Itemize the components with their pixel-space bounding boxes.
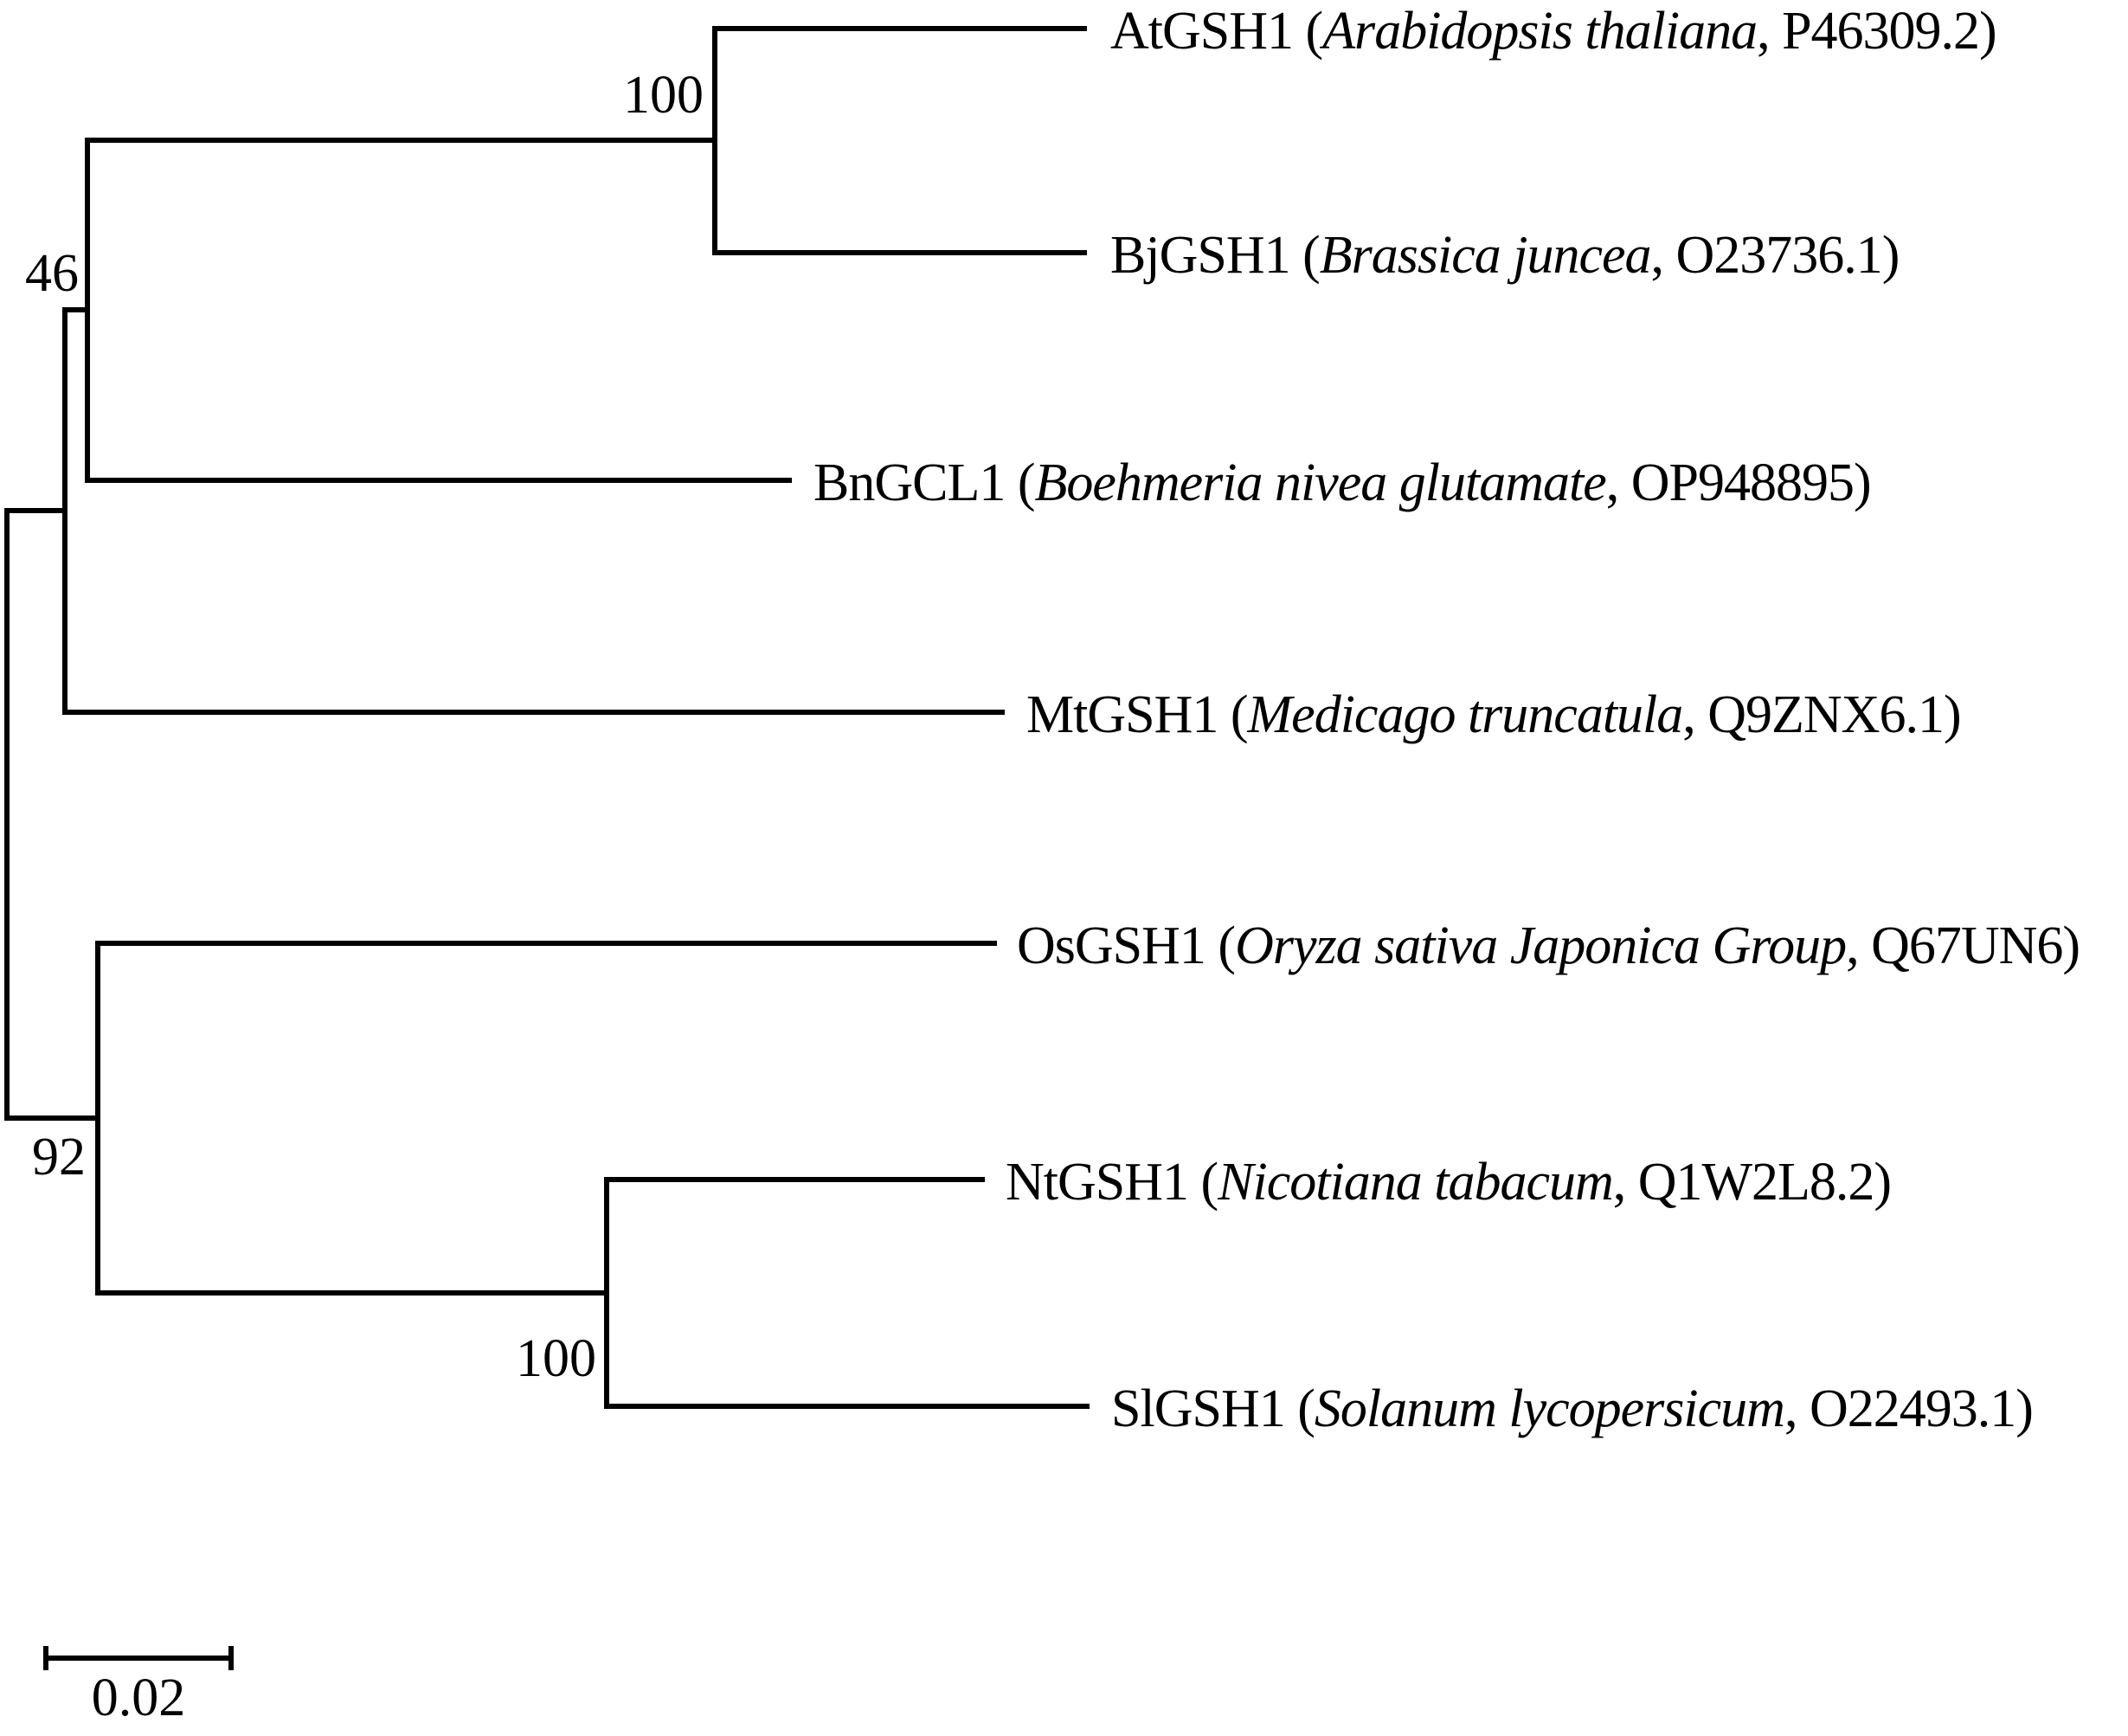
- taxon-gene-text: AtGSH1 (: [1110, 2, 1323, 61]
- taxon-gene-text: SlGSH1 (: [1111, 1379, 1315, 1438]
- taxon-gene-text: NtGSH1 (: [1006, 1153, 1218, 1212]
- taxon-accession-text: , P46309.2): [1757, 2, 1997, 61]
- taxon-label-slgsh1: SlGSH1 (Solanum lycopersicum, O22493.1): [1111, 1379, 2034, 1438]
- bootstrap-value-node92: 92: [32, 1128, 86, 1186]
- taxon-accession-text: , O22493.1): [1784, 1379, 2034, 1438]
- taxon-species-text: Brassica juncea: [1319, 226, 1652, 285]
- taxon-species-text: Boehmeria nivea glutamate: [1034, 453, 1607, 512]
- taxon-accession-text: , OP948895): [1605, 453, 1872, 512]
- taxon-species-text: Arabidopsis thaliana: [1322, 2, 1758, 61]
- taxon-label-bjgsh1: BjGSH1 (Brassica juncea, O23736.1): [1110, 226, 1900, 285]
- bootstrap-value-node46: 46: [25, 244, 79, 303]
- taxon-accession-text: , Q67UN6): [1846, 916, 2080, 975]
- taxon-accession-text: , Q1W2L8.2): [1612, 1153, 1892, 1212]
- taxon-label-ntgsh1: NtGSH1 (Nicotiana tabacum, Q1W2L8.2): [1006, 1153, 1892, 1212]
- taxon-gene-text: BjGSH1 (: [1110, 226, 1321, 285]
- taxon-label-mtgsh1: MtGSH1 (Medicago truncatula, Q9ZNX6.1): [1026, 685, 1962, 744]
- bootstrap-value-node100-lower: 100: [516, 1329, 596, 1388]
- taxon-label-osgsh1: OsGSH1 (Oryza sativa Japonica Group, Q67…: [1017, 919, 2080, 973]
- taxon-accession-text: , O23736.1): [1650, 226, 1900, 285]
- taxon-accession-text: , Q9ZNX6.1): [1682, 685, 1961, 744]
- taxon-species-text: Oryza sativa Japonica Group: [1235, 916, 1847, 975]
- taxon-gene-text: BnGCL1 (: [813, 453, 1035, 512]
- taxon-species-text: Solanum lycopersicum: [1314, 1379, 1785, 1438]
- taxon-species-text: Nicotiana tabacum: [1218, 1153, 1614, 1212]
- scale-bar-label: 0.02: [91, 1668, 186, 1727]
- taxon-label-atgsh1: AtGSH1 (Arabidopsis thaliana, P46309.2): [1110, 2, 1997, 61]
- taxon-label-bngcl1: BnGCL1 (Boehmeria nivea glutamate, OP948…: [813, 453, 1872, 512]
- bootstrap-value-node100-upper: 100: [623, 66, 704, 125]
- taxon-gene-text: MtGSH1 (: [1026, 685, 1249, 744]
- taxon-gene-text: OsGSH1 (: [1017, 916, 1236, 975]
- taxon-species-text: Medicago truncatula: [1247, 685, 1684, 744]
